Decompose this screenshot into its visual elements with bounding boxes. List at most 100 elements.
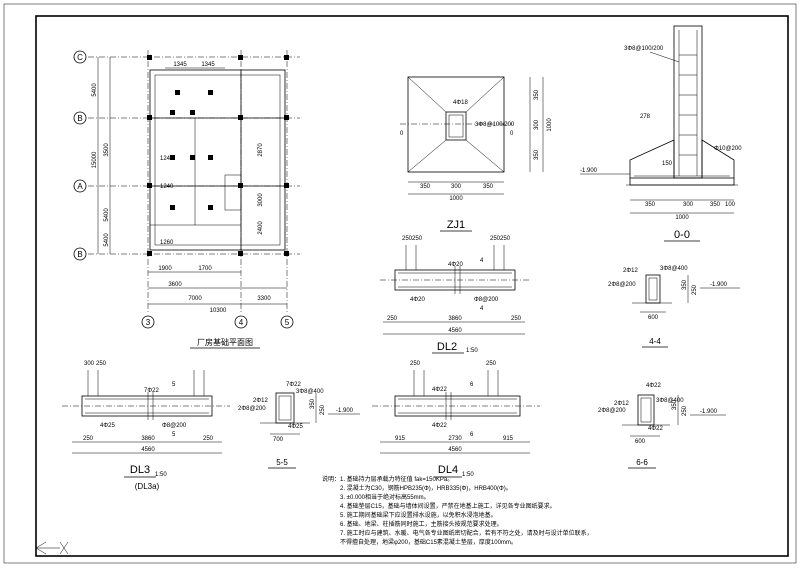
plan-column — [284, 183, 289, 188]
dim-inner: 2870 — [258, 143, 264, 157]
section00-elev: -1.900 — [580, 168, 598, 174]
notes-line: 5. 施工期间基础梁下应设置排水设施，以免积水浸泡地基。 — [340, 511, 497, 519]
dim-bottom: 7000 — [188, 296, 202, 302]
section00-dim: 350 — [645, 202, 656, 208]
section55-width: 700 — [273, 437, 284, 443]
zj1-rebar-side: 3Φ8@100/200 — [475, 122, 515, 128]
section00-dim: 350 — [710, 202, 721, 208]
section66-elev: -1.900 — [700, 409, 718, 415]
dl4-dim-top: 250 — [486, 361, 497, 367]
notes-line: 6. 基础、地梁、柱插筋同时施工，主筋接头按规范要求处理。 — [340, 520, 503, 528]
section00-stirrup: 3Φ8@100/200 — [624, 46, 664, 52]
plan-title: 厂房基础平面图 — [197, 337, 253, 347]
section-6-6: 4Φ22 3Φ8@400 2Φ12 2Φ8@200 4Φ22 -1.900 35… — [598, 383, 726, 469]
dl3-cut-label: 5 — [172, 432, 176, 438]
axis-label-col: 3 — [146, 318, 151, 327]
zj1-total: 1000 — [449, 196, 463, 202]
dl2-bot-rebar: 4Φ20 — [410, 297, 425, 303]
plan-column — [147, 183, 152, 188]
notes-line: 不得擅自处理，地梁φ200，基础C15素混凝土垫层，厚度100mm。 — [340, 538, 517, 546]
plan-column — [238, 55, 243, 60]
outer-frame — [3, 3, 797, 564]
dim-inner: 1260 — [160, 240, 174, 246]
row-axis-bubbles: C B A B — [73, 50, 87, 261]
section44-title: 4-4 — [649, 337, 661, 346]
section66-h: 350 — [672, 399, 678, 410]
dl3-bot-rebar: 4Φ25 — [100, 423, 115, 429]
zj1-dim-right: 350 — [534, 149, 540, 160]
axis-label-row: C — [77, 53, 83, 62]
section00-title: 0-0 — [674, 229, 690, 241]
plan-column — [238, 183, 243, 188]
plan-column — [190, 155, 195, 160]
section-0-0: 3Φ8@100/200 278 Φ10@200 -1.900 150 350 3… — [580, 25, 742, 242]
dl2-dim-top: 250 — [412, 236, 423, 242]
section55-side: 2Φ8@200 — [238, 406, 266, 412]
dl3-dim-bottom: 250 — [83, 436, 94, 442]
inner-frame — [35, 15, 789, 557]
dl2-dim-bottom: 250 — [511, 316, 522, 322]
section00-dim: 100 — [725, 202, 736, 208]
zj1-outline — [407, 76, 505, 173]
notes-line: 7. 施工时应与建筑、水暖、电气各专业图纸密切配合，若有不符之处，请及时与设计单… — [340, 529, 593, 537]
section66-outline — [637, 394, 655, 426]
notes-line: 1. 基础持力层承载力特征值 fak=150KPa。 — [340, 475, 453, 483]
general-notes: 说明： 1. 基础持力层承载力特征值 fak=150KPa。 2. 混凝土为C3… — [322, 475, 593, 546]
section55-h: 250 — [320, 404, 326, 415]
dl2-dim-top: 250 — [402, 236, 413, 242]
dl4-dim-bottom: 915 — [395, 436, 406, 442]
dl3-top-rebar: 7Φ22 — [144, 388, 159, 394]
zj1-dim-right-total: 1000 — [547, 118, 553, 132]
dl2-cut-label: 4 — [480, 258, 484, 264]
notes-line: 2. 混凝土为C30，钢筋HPB235(Φ)，HRB335(Φ)，HRB400(… — [340, 484, 512, 492]
section66-title: 6-6 — [636, 458, 648, 467]
plan-column — [147, 251, 152, 256]
section66-left: 2Φ12 — [614, 401, 629, 407]
dl3-dim-top: 300 — [84, 361, 95, 367]
dim-top: 1345 — [173, 62, 187, 68]
axis-label-col: 4 — [239, 318, 244, 327]
plan-column — [170, 110, 175, 115]
column-axis-bubbles: 3 4 5 — [141, 315, 294, 329]
dl2-dim-bottom: 3860 — [448, 316, 462, 322]
dl2-dim-top: 250 — [500, 236, 511, 242]
plan-column — [190, 110, 195, 115]
axis-label-row: B — [77, 114, 82, 123]
section-4-4: 3Φ8@400 2Φ12 2Φ8@200 -1.900 350 250 600 … — [608, 266, 740, 348]
section44-top: 2Φ12 — [623, 268, 638, 274]
section44-h: 350 — [682, 279, 688, 290]
dim-bottom-overall: 10300 — [210, 308, 227, 314]
dl3-title: DL3 — [130, 464, 150, 476]
dim-left: 5400 — [104, 233, 110, 247]
dim-inner: 1240 — [160, 184, 174, 190]
notes-heading: 说明： — [322, 475, 340, 483]
section55-right: 3Φ8@400 — [296, 389, 324, 395]
dl2-scale: 1:50 — [466, 348, 478, 354]
dl3-dim-top: 250 — [96, 361, 107, 367]
zj1-dim-right: 300 — [534, 119, 540, 130]
svg-text:0: 0 — [510, 131, 514, 137]
dim-inner: 3000 — [258, 193, 264, 207]
section00-dim: 300 — [683, 202, 694, 208]
zj1-rebar-center: 4Φ18 — [453, 100, 468, 106]
dl3-dim-bottom: 250 — [203, 436, 214, 442]
ucs-icon — [35, 541, 69, 555]
zj1-dim: 350 — [483, 184, 494, 190]
dl2-top-rebar: 4Φ20 — [448, 262, 463, 268]
section55-title: 5-5 — [276, 458, 288, 467]
dim-bottom-inner: 1900 — [158, 266, 172, 272]
section55-elev: -1.900 — [336, 408, 354, 414]
section00-dim: 278 — [640, 114, 651, 120]
plan-column — [284, 251, 289, 256]
section44-side: 2Φ8@200 — [608, 282, 636, 288]
zj1-title: ZJ1 — [447, 219, 465, 231]
dl4-top-rebar: 4Φ22 — [432, 387, 447, 393]
plan-column — [208, 90, 213, 95]
section55-left: 2Φ12 — [253, 398, 268, 404]
plan-column — [208, 155, 213, 160]
section00-base — [629, 177, 735, 186]
dl2-cut-label: 4 — [480, 306, 484, 312]
plan-columns — [147, 55, 289, 256]
